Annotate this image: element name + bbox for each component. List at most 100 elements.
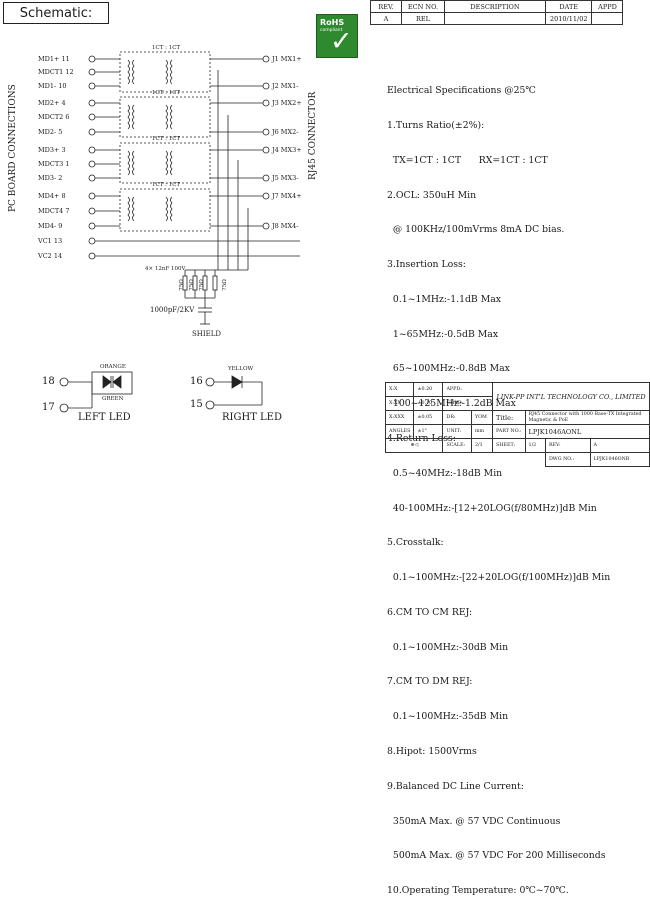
- right-led-diagram: [205, 375, 263, 410]
- resistor-value: 75Ω: [198, 279, 205, 291]
- ecn-cell: REL: [401, 12, 445, 25]
- ratio-label: 1CT : 1CT: [152, 90, 181, 96]
- pin-label: MD4- 9: [38, 222, 63, 230]
- pin-label: VC2 14: [38, 252, 63, 260]
- date-header: DATE: [544, 0, 593, 13]
- led-color-yellow: YELLOW: [228, 366, 254, 372]
- rev-label: REV:: [544, 438, 591, 453]
- revision-row: A REL 2010/11/02: [370, 12, 624, 25]
- scale-value: 2/1: [470, 438, 494, 453]
- pin-label: J3 MX2+: [272, 99, 302, 107]
- projection-icon: ⊕◁: [384, 438, 444, 453]
- pin-label: MD1+ 11: [38, 55, 70, 63]
- pin-label: J4 MX3+: [272, 146, 302, 154]
- pin-label: MD2- 5: [38, 128, 63, 136]
- pin-label: J6 MX2-: [272, 128, 299, 136]
- title-value: RJ45 Connector with 1000 Base-TX Integra…: [524, 410, 650, 425]
- pin-label: MDCT1 12: [38, 68, 74, 76]
- rohs-subtitle: compliant: [320, 28, 343, 33]
- spec-line: @ 100KHz/100mVrms 8mA DC bias.: [387, 224, 565, 236]
- revision-table: REV. ECN NO. DESCRIPTION DATE APPD A REL…: [370, 0, 624, 25]
- part-label: PART NO.:: [492, 424, 526, 439]
- part-value: LPJK1046AONL: [524, 424, 650, 439]
- scale-label: SCALE:: [442, 438, 472, 453]
- dr-value: YOM: [470, 410, 494, 425]
- capacitor-label: 1000pF/2KV: [150, 306, 195, 314]
- spec-line: 1~65MHz:-0.5dB Max: [387, 328, 499, 340]
- spec-line: 10.Operating Temperature: 0℃~70℃.: [387, 885, 569, 897]
- ratio-label: 1CT : 1CT: [152, 182, 181, 188]
- led-pin-15: 15: [190, 399, 203, 410]
- spec-line: 0.5~40MHz:-18dB Min: [387, 467, 503, 479]
- pin-label: J8 MX4-: [272, 222, 299, 230]
- date-cell: 2010/11/02: [544, 12, 593, 25]
- led-pin-17: 17: [42, 402, 55, 413]
- pin-label: J5 MX3-: [272, 174, 299, 182]
- dr-label: DR:: [442, 410, 472, 425]
- rev-value: A: [589, 438, 650, 453]
- spec-line: 7.CM TO DM REJ:: [387, 676, 473, 688]
- dwg-label: DWG NO.:: [544, 452, 591, 467]
- pc-board-label: PC BOARD CONNECTIONS: [8, 84, 18, 212]
- led-color-green: GREEN: [102, 396, 124, 402]
- company-name: LINK-PP INT'L TECHNOLOGY CO., LIMITED: [492, 382, 650, 411]
- revision-header-row: REV. ECN NO. DESCRIPTION DATE APPD: [370, 0, 624, 13]
- pin-label: J7 MX4+: [272, 192, 302, 200]
- description-cell: [444, 12, 546, 25]
- pin-label: MDCT2 6: [38, 113, 70, 121]
- left-pin-terminals: [88, 55, 300, 260]
- right-pin-terminals: [210, 55, 270, 230]
- spec-line: 2.OCL: 350uH Min: [387, 189, 477, 201]
- spec-line: Electrical Specifications @25℃: [387, 85, 536, 97]
- termination-resistors: [182, 270, 218, 299]
- unit-value: mm: [470, 424, 494, 439]
- chkd-label: CHKD:: [442, 396, 494, 411]
- spec-line: 65~100MHz:-0.8dB Max: [387, 363, 510, 375]
- ecn-header: ECN NO.: [401, 0, 445, 13]
- title-label: Title:: [492, 410, 526, 425]
- appd-label: APPD:: [442, 382, 494, 397]
- bus-wires: [185, 70, 249, 271]
- tol-x-value: ±0.20: [413, 382, 444, 397]
- spec-line: 5.Crosstalk:: [387, 537, 444, 549]
- spec-line: 8.Hipot: 1500Vrms: [387, 746, 477, 758]
- sheet-value: 1/2: [524, 438, 546, 453]
- pin-label: MDCT3 1: [38, 160, 70, 168]
- led-pin-18: 18: [42, 376, 55, 387]
- spec-line: 0.1~1MHz:-1.1dB Max: [387, 293, 502, 305]
- spec-line: 0.1~100MHz:-35dB Min: [387, 711, 509, 723]
- tol-xxx-label: X:XXX: [384, 410, 415, 425]
- dwg-value: LPJK1046ONB: [589, 452, 650, 467]
- ratio-label: 1CT : 1CT: [152, 136, 181, 142]
- pin-label: MD3- 2: [38, 174, 63, 182]
- unit-label: UNIT:: [442, 424, 472, 439]
- sheet-label: SHEET:: [492, 438, 526, 453]
- led-pin-16: 16: [190, 376, 203, 387]
- angles-value: ±1°: [413, 424, 444, 439]
- spec-line: 9.Balanced DC Line Current:: [387, 780, 524, 792]
- pin-label: MD2+ 4: [38, 99, 66, 107]
- schematic-diagram: [59, 51, 300, 413]
- pin-label: J2 MX1-: [272, 82, 299, 90]
- tol-xxx-value: ±0.05: [413, 410, 444, 425]
- spec-line: 40-100MHz:-[12+20LOG(f/80MHz)]dB Min: [387, 502, 597, 514]
- tol-xx-label: X:XX: [384, 396, 415, 411]
- tol-xx-value: ±0.10: [413, 396, 444, 411]
- spec-line: 3.Insertion Loss:: [387, 259, 466, 271]
- pin-label: MD1- 10: [38, 82, 67, 90]
- pin-label: MD3+ 3: [38, 146, 66, 154]
- shield-capacitor: [198, 298, 212, 325]
- led-color-orange: ORANGE: [100, 364, 126, 370]
- appd-cell: [591, 12, 624, 25]
- title-block: X:X ±0.20 APPD: LINK-PP INT'L TECHNOLOGY…: [384, 382, 650, 467]
- appd-header: APPD: [591, 0, 624, 13]
- electrical-specifications: Electrical Specifications @25℃ 1.Turns R…: [387, 62, 610, 908]
- resistor-note: 4× 12nF 100V: [145, 266, 186, 272]
- pin-label: J1 MX1+: [272, 55, 302, 63]
- checkmark-icon: ✓: [330, 26, 353, 57]
- schematic-title: Schematic:: [3, 2, 109, 24]
- tol-x-label: X:X: [384, 382, 415, 397]
- spec-line: 350mA Max. @ 57 VDC Continuous: [387, 815, 561, 827]
- left-led-label: LEFT LED: [78, 412, 131, 423]
- right-led-label: RIGHT LED: [222, 412, 282, 423]
